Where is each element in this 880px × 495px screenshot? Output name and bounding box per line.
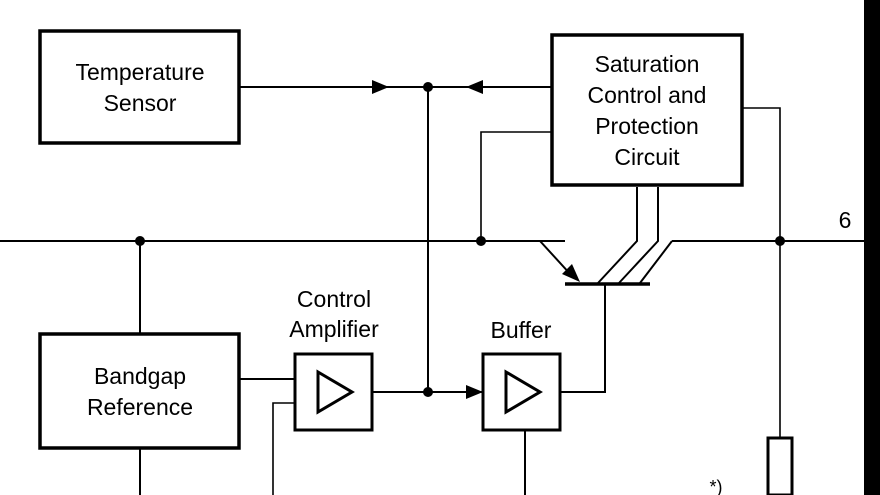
temperature-sensor-label-2: Sensor <box>104 90 177 116</box>
bandgap-reference-block <box>38 332 241 450</box>
buffer-input-arrow-icon <box>466 385 483 399</box>
junction-dot <box>423 387 433 397</box>
junction-dot <box>476 236 486 246</box>
emitter-arrow-icon <box>562 264 580 282</box>
page-edge-bar <box>864 0 880 495</box>
junction-dot <box>423 82 433 92</box>
transistor-collector-2 <box>618 187 659 284</box>
amplifier-triangle-icon <box>316 369 355 415</box>
buffer-to-base-wire <box>560 284 606 393</box>
bandgap-reference-label-2: Reference <box>87 394 193 420</box>
amplifier-feedback-input-wire <box>272 402 295 495</box>
temperature-sensor-block <box>38 29 241 145</box>
buffer-triangle-icon <box>504 369 543 415</box>
junction-dot <box>775 236 785 246</box>
control-amplifier-label-2: Amplifier <box>289 316 379 342</box>
saturation-feedback-wire <box>480 131 552 241</box>
saturation-control-block <box>550 33 744 187</box>
sensor-arrow-icon <box>372 80 389 94</box>
saturation-control-label-2: Control and <box>588 82 707 108</box>
transistor-collector-3 <box>639 240 673 284</box>
saturation-control-label-3: Protection <box>595 113 699 139</box>
control-amplifier-block <box>293 352 374 432</box>
temperature-sensor-label-1: Temperature <box>75 59 204 85</box>
bandgap-reference-label-1: Bandgap <box>94 363 186 389</box>
resistor-symbol <box>766 436 794 495</box>
saturation-control-label-4: Circuit <box>614 144 680 170</box>
footnote-marker: *) <box>710 477 723 495</box>
saturation-arrow-icon <box>466 80 483 94</box>
saturation-collector-wire <box>742 107 781 438</box>
output-pin-number: 6 <box>839 207 852 233</box>
junction-dot <box>135 236 145 246</box>
buffer-block <box>481 352 562 432</box>
transistor-collector-1 <box>597 187 638 284</box>
buffer-label: Buffer <box>491 317 552 343</box>
saturation-control-label-1: Saturation <box>595 51 700 77</box>
control-amplifier-label-1: Control <box>297 286 371 312</box>
